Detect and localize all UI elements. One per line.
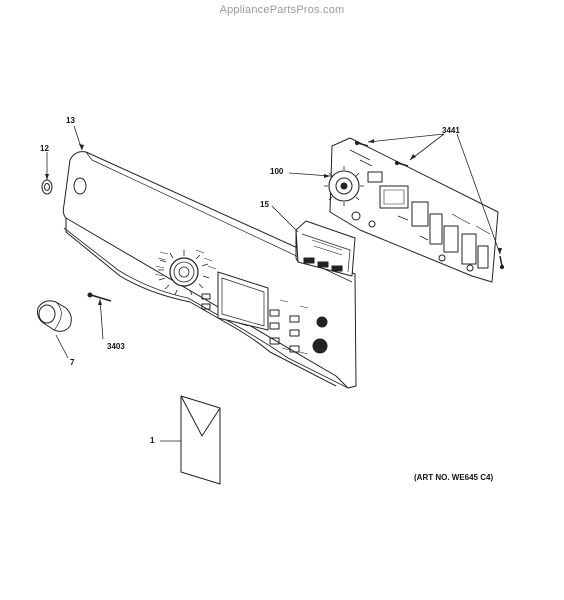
watermark: AppliancePartsPros.com — [219, 4, 345, 16]
screws-part-3441 — [354, 140, 505, 270]
control-panel-part-13 — [62, 151, 357, 389]
nut-part-12 — [41, 179, 53, 195]
knob-part-7 — [37, 300, 72, 332]
callout-1: 1 — [150, 436, 155, 445]
envelope-part-1 — [180, 395, 221, 485]
callout-100: 100 — [270, 167, 284, 176]
ui-board-part-15 — [295, 220, 356, 277]
leader-lines — [46, 125, 501, 442]
callout-13: 13 — [66, 116, 75, 125]
callout-3403: 3403 — [107, 342, 125, 351]
callout-3441: 3441 — [442, 126, 460, 135]
callout-12: 12 — [40, 144, 49, 153]
screw-part-3403 — [87, 292, 112, 302]
callout-15: 15 — [260, 200, 269, 209]
main-board-part-100 — [324, 137, 499, 283]
leader-arrowheads — [45, 139, 502, 305]
art-number: (ART NO. WE645 C4) — [414, 473, 494, 482]
callout-7: 7 — [70, 358, 75, 367]
